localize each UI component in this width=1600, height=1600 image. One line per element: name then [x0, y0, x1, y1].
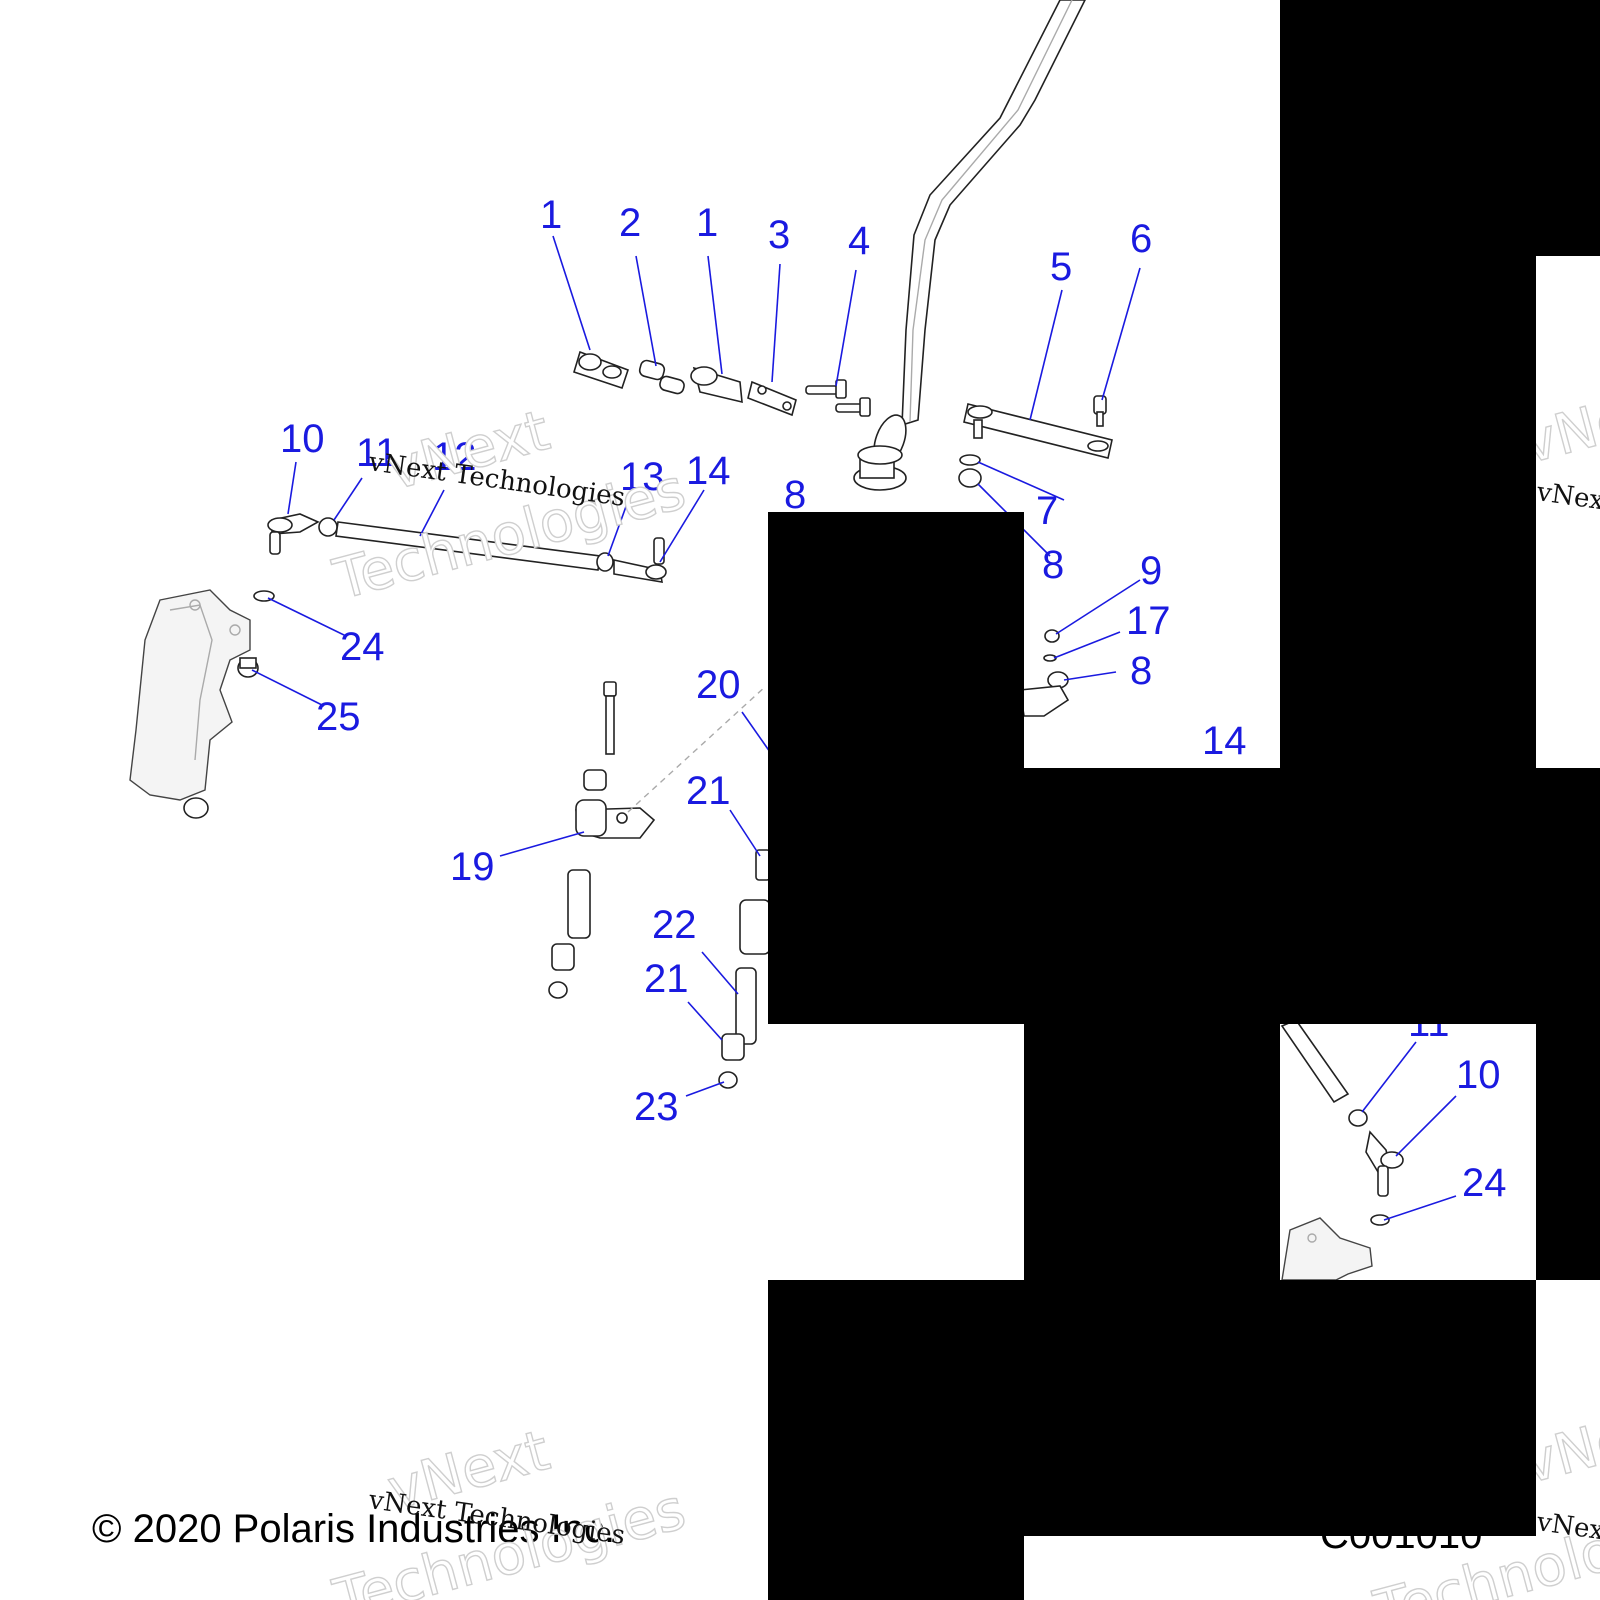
callout-25: 25 [316, 695, 361, 739]
copyright-text: © 2020 Polaris Industries Inc. [92, 1507, 615, 1551]
callout-10: 10 [280, 417, 325, 461]
callout-22: 22 [652, 903, 697, 947]
occlusion-blocks [768, 0, 1600, 1600]
callout-4: 4 [848, 219, 870, 263]
callout-11: 11 [356, 431, 398, 475]
callout-17: 17 [1126, 599, 1171, 643]
callout-leaders [251, 235, 1457, 1221]
steering-knuckle-right [1281, 1217, 1373, 1281]
callout-7: 7 [1036, 489, 1058, 533]
bolt-4 [805, 379, 871, 417]
nut-9 [1044, 629, 1060, 643]
tie-rod-assembly-left [267, 513, 667, 583]
callout-23: 23 [634, 1085, 679, 1129]
callout-20: 20 [696, 663, 741, 707]
watermark-bottom-left: vNext Technologies [326, 1417, 693, 1600]
steering-shaft [853, 0, 1086, 491]
watermark-text-right: vNext Technologies [1534, 477, 1600, 543]
callout-3: 3 [768, 213, 790, 257]
callout-1: 1 [696, 201, 718, 245]
callout-21: 21 [686, 769, 731, 813]
callout-1: 1 [540, 193, 562, 237]
callout-2: 2 [619, 201, 641, 245]
callout-12: 12 [432, 435, 477, 479]
callout-8: 8 [1130, 649, 1152, 693]
washer-24-right [1370, 1214, 1390, 1226]
callout-24: 24 [1462, 1161, 1507, 1205]
callout-14: 14 [1202, 719, 1247, 763]
bushing-2 [638, 359, 685, 395]
plate-3 [747, 380, 797, 417]
steering-knuckle-left [129, 589, 251, 819]
arm-5 [963, 403, 1113, 459]
bolt-6 [1093, 395, 1107, 427]
idler-stack-19 [548, 681, 656, 999]
clamp-1-right [690, 366, 743, 404]
callout-8: 8 [1042, 543, 1064, 587]
tie-rod-assembly-right [1280, 1019, 1404, 1197]
callout-19: 19 [450, 845, 495, 889]
callout-6: 6 [1130, 217, 1152, 261]
callout-13: 13 [620, 455, 665, 499]
callout-14: 14 [686, 449, 731, 493]
callout-9: 9 [1140, 549, 1162, 593]
pitman-plate [1019, 685, 1070, 717]
callout-10: 10 [1456, 1053, 1501, 1097]
callout-24: 24 [340, 625, 385, 669]
callout-5: 5 [1050, 245, 1072, 289]
center-axis-line [627, 685, 767, 813]
callout-labels: 1 2 1 3 4 5 6 10 11 12 13 14 8 7 8 9 17 … [280, 193, 1507, 1205]
callout-8: 8 [784, 473, 806, 517]
washer-7 [959, 454, 981, 466]
nut-8-top [958, 468, 982, 488]
idler-stack-21-22 [718, 849, 771, 1089]
clamp-1-left [573, 350, 630, 390]
callout-21: 21 [644, 957, 689, 1001]
nut-25 [237, 657, 259, 678]
